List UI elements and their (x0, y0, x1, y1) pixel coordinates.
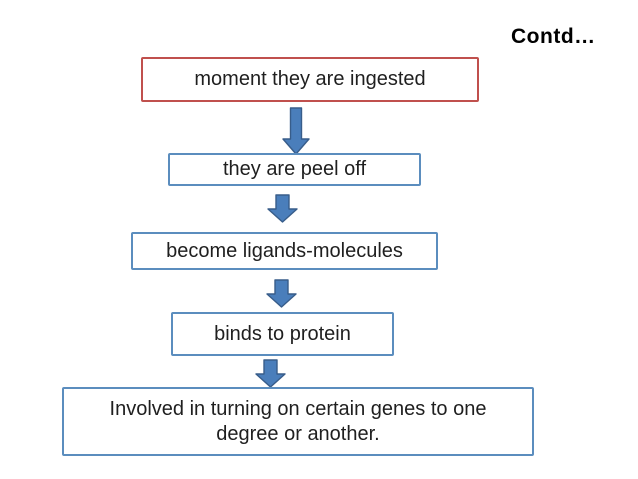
flow-step-label: become ligands-molecules (166, 239, 403, 262)
down-arrow-icon (266, 279, 297, 308)
flow-step-label: binds to protein (214, 322, 351, 345)
down-arrow-icon (282, 107, 310, 155)
down-arrow-icon (267, 194, 298, 223)
flow-step-peel-off: they are peel off (168, 153, 421, 186)
flow-step-label: moment they are ingested (194, 68, 426, 90)
down-arrow-icon (255, 359, 286, 388)
flow-step-ingested: moment they are ingested (141, 57, 479, 102)
flow-step-ligands: become ligands-molecules (131, 232, 438, 270)
slide-title: Contd… (511, 25, 596, 48)
flow-step-binds-protein: binds to protein (171, 312, 394, 356)
flow-step-label: Involved in turning on certain genes to … (109, 397, 487, 445)
flow-step-genes: Involved in turning on certain genes to … (62, 387, 534, 456)
flow-step-label: they are peel off (222, 158, 367, 180)
